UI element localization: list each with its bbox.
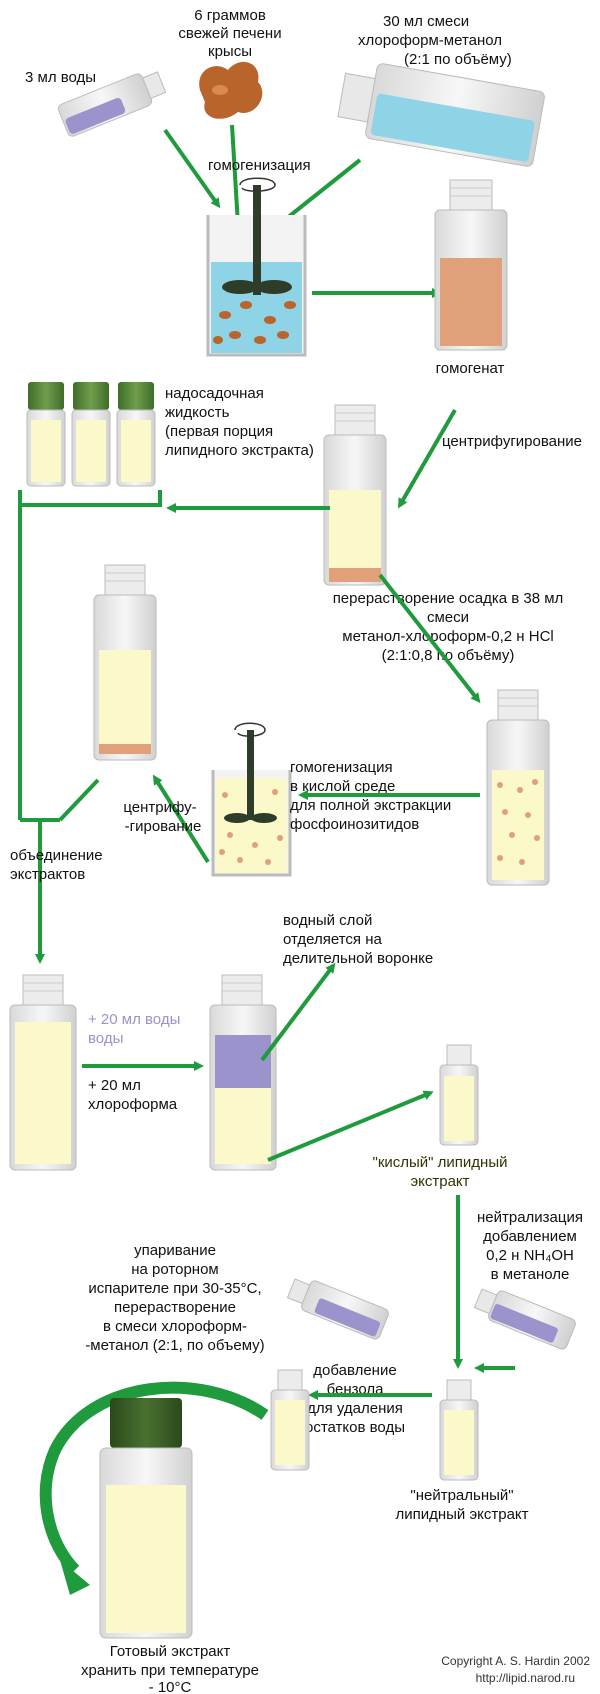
line-vial2-to-combine — [58, 778, 100, 822]
label-liver-line3: крысы — [208, 43, 252, 60]
arrow-to-acid-extract — [267, 1090, 434, 1162]
homogenate-vial — [434, 179, 508, 351]
centrifuge-tube-2 — [93, 564, 157, 761]
label-evap-line3: испарителе при 30-35°С, — [88, 1280, 261, 1297]
label-final-line3: - 10°С — [149, 1679, 192, 1694]
label-evap-line1: упаривание — [134, 1242, 216, 1259]
ammonium-vial — [473, 1288, 576, 1350]
label-add-chcl-line2: хлороформа — [88, 1096, 178, 1113]
label-combine-line1: объединение — [10, 847, 103, 864]
copyright-line1: Copyright A. S. Hardin 2002 — [441, 1654, 590, 1668]
label-benzene-line1: добавление — [313, 1362, 396, 1379]
label-neutral-line1: "нейтральный" — [410, 1487, 513, 1504]
label-homog2-line4: фосфоинозитидов — [290, 816, 419, 833]
arrow-curved-head — [60, 1560, 90, 1595]
label-evap-line6: -метанол (2:1, по объему) — [85, 1337, 264, 1354]
label-combine-line2: экстрактов — [10, 866, 85, 883]
combined-extract-vial — [9, 974, 77, 1171]
label-aqueous-line1: водный слой — [283, 912, 372, 929]
label-chcl-line2: хлороформ-метанол — [358, 32, 502, 49]
label-homogenization-1: гомогенизация — [208, 157, 311, 174]
label-redissolve-line2: смеси — [427, 609, 469, 626]
label-neut-line3: 0,2 н NH₄OH — [486, 1247, 574, 1264]
water-vial-small — [57, 71, 167, 137]
label-supernatant-line1: надосадочная — [165, 385, 264, 402]
liver-piece — [199, 61, 263, 119]
label-neutral-line2: липидный экстракт — [395, 1506, 528, 1523]
label-final-line2: хранить при температуре — [81, 1662, 259, 1679]
acid-homogenization-beaker — [211, 722, 292, 877]
bracket-supernatant — [18, 490, 162, 507]
label-evap-line5: в смеси хлороформ- — [103, 1318, 247, 1335]
label-add-water-line1: + 20 мл воды — [88, 1011, 180, 1028]
label-aqueous-line2: отделяется на — [283, 931, 382, 948]
chloroform-methanol-bottle — [337, 63, 545, 167]
final-extract-vial — [99, 1398, 193, 1639]
label-redissolve-line4: (2:1:0,8 по объёму) — [382, 647, 515, 664]
label-homog2-line1: гомогенизация — [290, 759, 393, 776]
label-homog2-line3: для полной экстракции — [290, 797, 451, 814]
copyright-line2: http://lipid.narod.ru — [476, 1671, 575, 1685]
label-chcl-line1: 30 мл смеси — [383, 13, 469, 30]
label-liver-line2: свежей печени — [178, 25, 281, 42]
label-centrif2-line2: -гирование — [125, 818, 202, 835]
label-add-water-line2: воды — [88, 1030, 123, 1047]
benzene-vial — [286, 1278, 389, 1340]
label-supernatant-line4: липидного экстракта) — [165, 442, 314, 459]
redissolved-vial — [486, 689, 550, 886]
label-supernatant-line2: жидкость — [165, 404, 230, 421]
arrow-aqueous-layer — [260, 962, 336, 1062]
label-evap-line2: на роторном — [131, 1261, 218, 1278]
beaker-homogenizer — [206, 177, 307, 357]
label-centrifugation-1: центрифугирование — [442, 433, 582, 450]
label-acid-extract-line1: "кислый" липидный — [373, 1154, 508, 1171]
arrow-liver-to-beaker — [230, 124, 243, 229]
arrow-curved-evaporation — [39, 1381, 269, 1575]
label-aqueous-line3: делительной воронке — [283, 950, 433, 967]
label-evap-line4: перерастворение — [114, 1299, 236, 1316]
arrow-to-redissolved-vial — [378, 573, 481, 704]
label-water-3ml: 3 мл воды — [25, 69, 96, 86]
two-phase-vial — [209, 974, 277, 1171]
arrow-water-to-beaker — [163, 128, 221, 209]
label-chcl-line3: (2:1 по объёму) — [404, 51, 512, 68]
label-neut-line4: в метаноле — [491, 1266, 570, 1283]
label-final-line1: Готовый экстракт — [110, 1643, 231, 1660]
label-redissolve-line1: перерастворение осадка в 38 мл — [333, 590, 564, 607]
label-neut-line1: нейтрализация — [477, 1209, 583, 1226]
label-add-chcl-line1: + 20 мл — [88, 1077, 141, 1094]
arrow-homogenate-to-centrifuge — [397, 408, 457, 509]
label-benzene-line3: для удаления — [307, 1400, 403, 1417]
arrow-beaker-to-centrifuge-2 — [152, 774, 210, 864]
neutral-extract-vial — [439, 1379, 479, 1481]
dried-extract-vial — [270, 1369, 310, 1471]
centrifuge-tube-1 — [323, 404, 387, 586]
supernatant-vials — [26, 382, 156, 487]
label-neut-line2: добавлением — [483, 1228, 577, 1245]
label-liver-line1: 6 граммов — [194, 7, 266, 24]
label-redissolve-line3: метанол-хлороформ-0,2 н HCl — [342, 628, 554, 645]
acid-extract-vial — [439, 1044, 479, 1146]
label-homog2-line2: в кислой среде — [290, 778, 395, 795]
label-benzene-line4: остатков воды — [305, 1419, 405, 1436]
label-acid-extract-line2: экстракт — [410, 1173, 469, 1190]
label-centrif2-line1: центрифу- — [123, 799, 196, 816]
label-homogenate: гомогенат — [436, 360, 505, 377]
label-supernatant-line3: (первая порция — [165, 423, 273, 440]
